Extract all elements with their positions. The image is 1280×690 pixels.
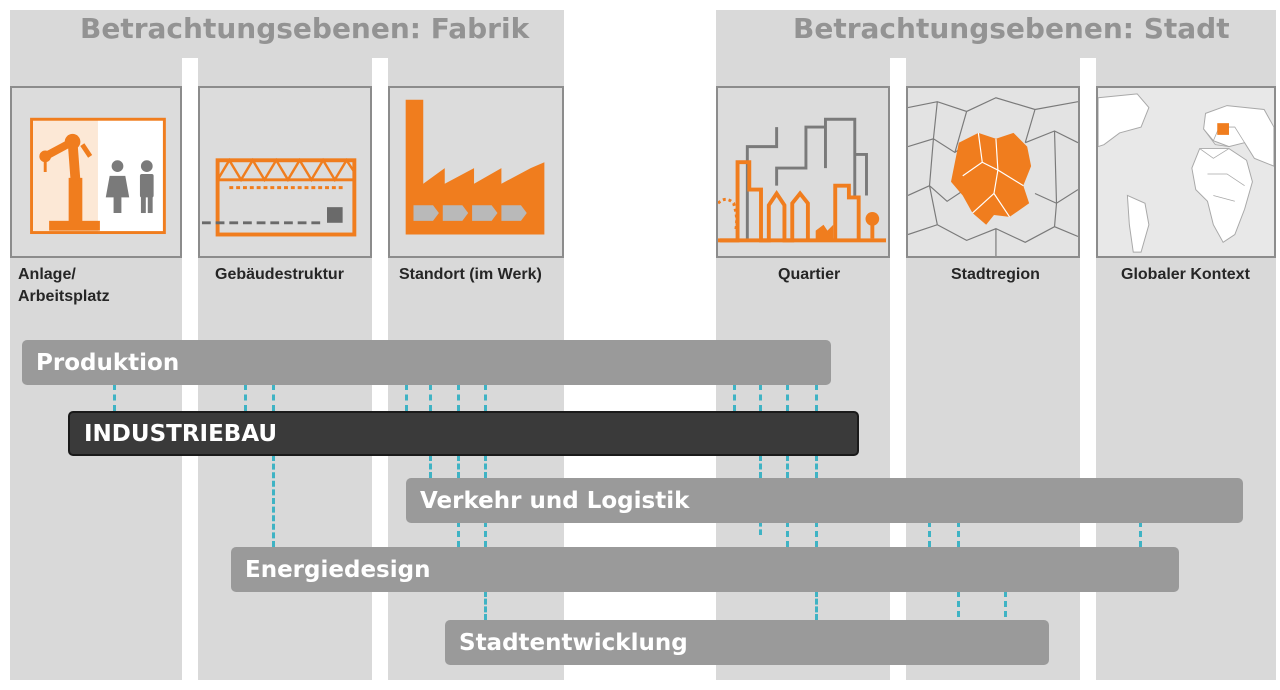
bar-industriebau-label: INDUSTRIEBAU (84, 420, 278, 447)
connector-line (957, 521, 960, 547)
level-label-anlage: Anlage/ Arbeitsplatz (18, 264, 110, 308)
connector-line (484, 591, 487, 620)
connector-line (405, 384, 408, 411)
robot-workplace-icon (10, 86, 182, 258)
connector-line (1004, 591, 1007, 617)
connector-line (429, 455, 432, 478)
connector-line (759, 521, 762, 535)
connector-line (272, 455, 275, 547)
connector-line (786, 384, 789, 411)
connector-line (815, 384, 818, 411)
connector-line (815, 591, 818, 620)
bar-stadtentwicklung: Stadtentwicklung (445, 620, 1049, 665)
connector-line (457, 455, 460, 478)
fabrik-header-band (10, 10, 564, 58)
connector-line (457, 521, 460, 547)
city-quarter-icon (716, 86, 890, 258)
bar-produktion: Produktion (22, 340, 831, 385)
connector-line (815, 521, 818, 547)
level-label-global: Globaler Kontext (1121, 266, 1250, 283)
stadt-header-band (716, 10, 1276, 58)
bar-industriebau: INDUSTRIEBAU (68, 411, 859, 456)
connector-line (457, 384, 460, 411)
level-label-stadtregion: Stadtregion (951, 266, 1040, 283)
connector-line (272, 384, 275, 411)
bar-energiedesign-label: Energiedesign (245, 556, 431, 583)
connector-line (786, 521, 789, 547)
bar-verkehr-logistik: Verkehr und Logistik (406, 478, 1243, 523)
connector-line (484, 384, 487, 411)
level-label-anlage-line1: Anlage/ (18, 266, 76, 283)
connector-line (815, 455, 818, 478)
connector-line (928, 521, 931, 547)
bar-stadtentwicklung-label: Stadtentwicklung (459, 629, 688, 656)
level-label-anlage-line2: Arbeitsplatz (18, 288, 110, 305)
bar-verkehr-logistik-label: Verkehr und Logistik (420, 487, 690, 514)
level-label-standort: Standort (im Werk) (399, 266, 542, 283)
level-label-gebaeude: Gebäudestruktur (215, 266, 344, 283)
connector-line (957, 591, 960, 617)
connector-line (244, 384, 247, 411)
fabrik-group-title: Betrachtungsebenen: Fabrik (80, 12, 530, 45)
connector-line (733, 384, 736, 411)
connector-line (429, 384, 432, 411)
bar-produktion-label: Produktion (36, 349, 180, 376)
connector-line (484, 521, 487, 547)
connector-line (759, 384, 762, 411)
region-map-icon (906, 86, 1080, 258)
connector-line (786, 455, 789, 478)
world-map-icon (1096, 86, 1276, 258)
building-structure-icon (198, 86, 372, 258)
stadt-group-title: Betrachtungsebenen: Stadt (793, 12, 1230, 45)
level-label-quartier: Quartier (778, 266, 841, 283)
factory-icon (388, 86, 564, 258)
connector-line (1139, 521, 1142, 547)
connector-line (759, 455, 762, 478)
bar-energiedesign: Energiedesign (231, 547, 1179, 592)
connector-line (113, 384, 116, 411)
connector-line (484, 455, 487, 478)
